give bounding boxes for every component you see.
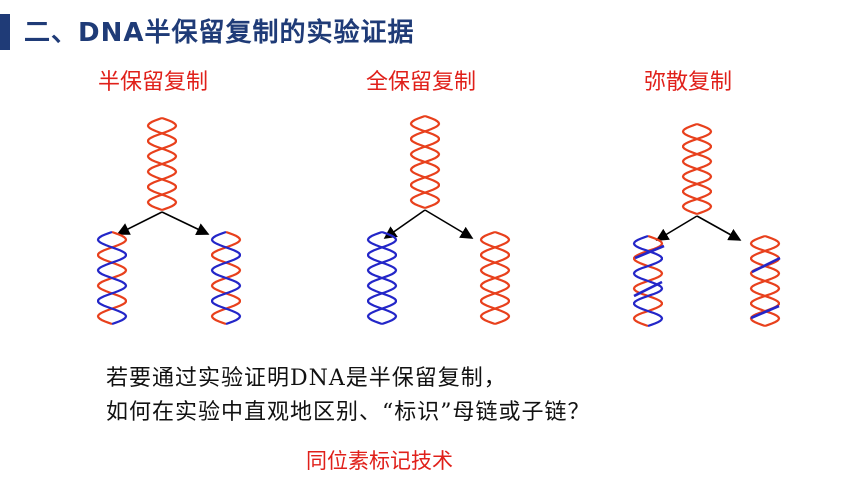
m1-parent-helix-strand-b: [146, 116, 178, 212]
m3-left-mixed-segment-1: [634, 244, 665, 260]
m2-arrow-left: [383, 209, 426, 239]
m3-right-mixed-segment-2: [750, 304, 780, 320]
model-label-dispersive: 弥散复制: [644, 70, 733, 95]
m2-parent-helix-strand-b: [409, 114, 441, 210]
answer-text: 同位素标记技术: [306, 449, 453, 473]
model-label-semiconservative: 半保留复制: [98, 70, 209, 95]
question-line-1: 若要通过实验证明DNA是半保留复制，: [106, 366, 507, 391]
question-line-2: 如何在实验中直观地区别、“标识”母链或子链？: [106, 400, 591, 425]
m1-daughter-left-strand-b: [96, 230, 128, 326]
model-label-conservative: 全保留复制: [366, 70, 477, 95]
m3-right-mixed-segment-1: [751, 256, 781, 274]
m1-arrow-left: [116, 211, 163, 235]
m3-daughter-left-strand-b: [632, 234, 664, 328]
slide-title: 二、DNA半保留复制的实验证据: [24, 18, 415, 48]
m2-daughter-left-strand-b: [366, 230, 398, 326]
m3-arrow-left: [655, 215, 698, 241]
m2-daughter-right-strand-b: [479, 230, 511, 326]
m3-left-mixed-segment-2: [633, 280, 663, 298]
m3-parent-helix-strand-b: [681, 122, 713, 216]
title-accent-bar: [0, 14, 10, 50]
m2-arrow-right: [424, 209, 474, 239]
m3-arrow-right: [696, 215, 742, 241]
m1-daughter-right-strand-b: [210, 230, 242, 326]
m1-arrow-right: [161, 211, 210, 235]
